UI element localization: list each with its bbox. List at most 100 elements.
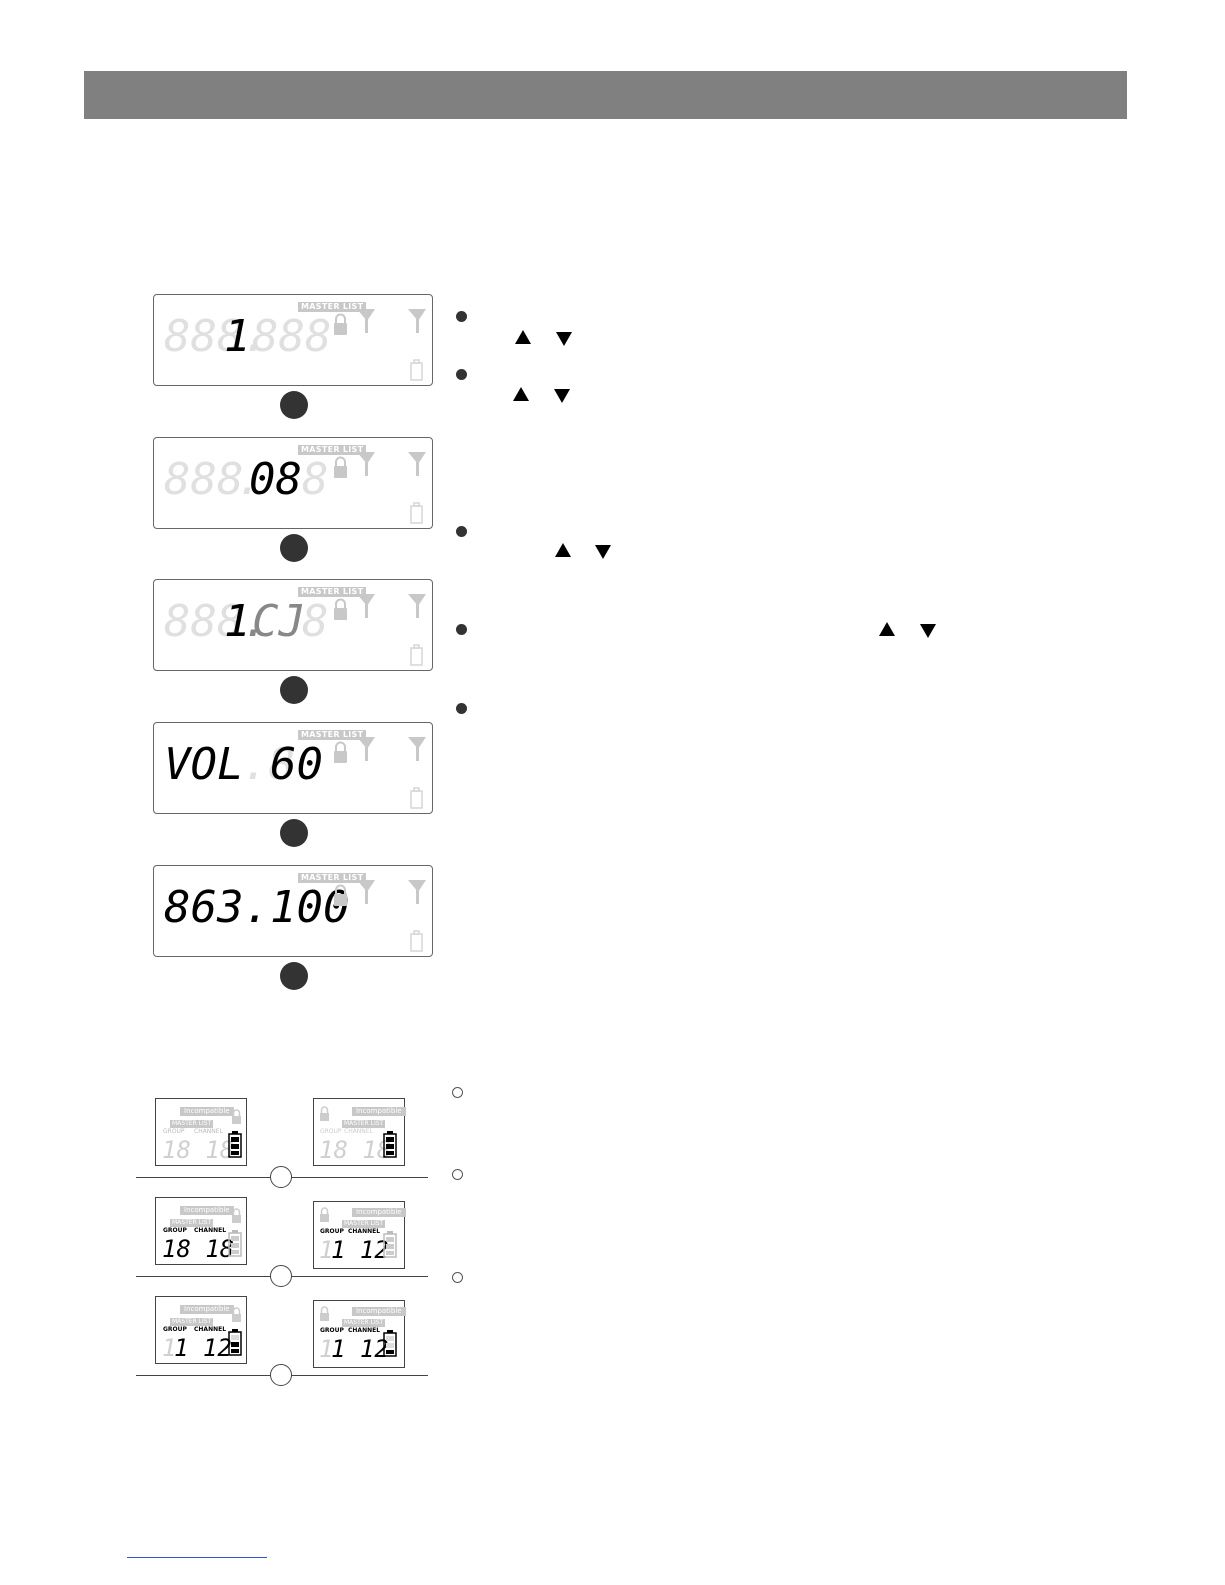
svg-text:1: 1	[162, 1334, 176, 1362]
svg-text:.: .	[242, 311, 269, 362]
bullet-1	[456, 311, 467, 322]
lock-icon	[232, 1307, 241, 1322]
svg-text:CJ: CJ	[252, 596, 305, 647]
svg-text:888: 888	[252, 311, 331, 362]
footer-link-underline[interactable]	[127, 1557, 267, 1558]
lock-icon	[320, 1306, 329, 1321]
lcd-panel-4: MASTER LIST .8 VOL 60	[153, 722, 433, 814]
svg-text:888: 888	[164, 454, 243, 505]
incompatible-label: Incompatible	[180, 1305, 234, 1314]
svg-text:1: 1	[224, 311, 251, 362]
up-arrow-icon	[513, 387, 529, 401]
battery-icon	[383, 1330, 397, 1357]
battery-icon	[228, 1230, 242, 1257]
group-label: GROUP	[320, 1128, 342, 1135]
master-list-label: MASTER LIST	[170, 1120, 214, 1128]
svg-text:1: 1	[319, 1236, 333, 1264]
up-arrow-icon	[879, 622, 895, 636]
master-list-label: MASTER LIST	[342, 1319, 386, 1327]
down-arrow-icon	[920, 624, 936, 638]
battery-icon	[383, 1231, 397, 1258]
lock-icon	[232, 1109, 241, 1124]
incompatible-label: Incompatible	[352, 1208, 406, 1217]
svg-text:8: 8	[302, 454, 329, 505]
step-marker-4	[280, 819, 308, 847]
svg-text:1 12: 1 12	[331, 1236, 389, 1264]
antenna-a-icon	[357, 737, 375, 761]
channel-label: CHANNEL	[344, 1128, 373, 1135]
group-label: GROUP	[163, 1128, 185, 1135]
master-list-label: MASTER LIST	[298, 730, 367, 740]
step-circle-b	[270, 1265, 292, 1287]
lcd-digits: 18 18	[162, 1109, 242, 1164]
bullet-2	[456, 369, 467, 380]
group-label: GROUP	[163, 1227, 187, 1234]
master-list-label: MASTER LIST	[342, 1120, 386, 1128]
svg-text:VOL 60: VOL 60	[164, 739, 323, 790]
antenna-a-icon	[357, 880, 375, 904]
svg-text:18 18: 18 18	[319, 1136, 391, 1164]
lcd-digits: 888.8 08	[164, 452, 426, 524]
lock-icon	[320, 1106, 329, 1121]
channel-label: CHANNEL	[194, 1227, 227, 1234]
section-header-bar	[84, 71, 1127, 119]
battery-icon	[410, 359, 423, 381]
battery-icon	[410, 930, 423, 952]
small-lcd-3-right: Incompatible MASTER LIST GROUP CHANNEL 1…	[313, 1300, 406, 1368]
group-label: GROUP	[320, 1327, 344, 1334]
lcd-digits: 1 1 12	[319, 1306, 397, 1363]
group-label: GROUP	[163, 1326, 187, 1333]
incompatible-label: Incompatible	[352, 1107, 406, 1116]
open-bullet-2	[452, 1169, 463, 1180]
incompatible-label: Incompatible	[352, 1307, 406, 1316]
svg-text:1: 1	[319, 1335, 333, 1363]
battery-icon	[410, 644, 423, 666]
up-arrow-icon	[515, 330, 531, 344]
svg-text:888: 888	[164, 596, 243, 647]
antenna-b-icon	[408, 594, 426, 618]
small-lcd-3-left: Incompatible MASTER LIST GROUP CHANNEL 1…	[155, 1296, 247, 1364]
small-lcd-1-right: Incompatible MASTER LIST GROUP CHANNEL 1…	[313, 1098, 406, 1166]
battery-icon	[383, 1131, 397, 1158]
incompatible-label: Incompatible	[180, 1107, 234, 1116]
small-lcd-2-left: Incompatible MASTER LIST GROUP CHANNEL 1…	[155, 1197, 247, 1265]
channel-label: CHANNEL	[194, 1326, 227, 1333]
antenna-a-icon	[357, 309, 375, 333]
open-bullet-3	[452, 1272, 463, 1283]
master-list-label: MASTER LIST	[298, 587, 367, 597]
svg-text:18 18: 18 18	[162, 1235, 234, 1263]
lock-icon	[334, 456, 347, 478]
battery-icon	[228, 1329, 242, 1356]
channel-label: CHANNEL	[348, 1228, 381, 1235]
svg-text:.8: .8	[242, 739, 295, 790]
step-marker-1	[280, 391, 308, 419]
master-list-label: MASTER LIST	[170, 1318, 214, 1326]
lcd-panel-2: MASTER LIST 888.8 08	[153, 437, 433, 529]
lcd-panel-5: MASTER LIST 863.100	[153, 865, 433, 957]
lock-icon	[334, 598, 347, 620]
small-lcd-1-left: Incompatible MASTER LIST GROUP CHANNEL 1…	[155, 1098, 247, 1166]
master-list-label: MASTER LIST	[298, 445, 367, 455]
master-list-label: MASTER LIST	[298, 873, 367, 883]
lcd-digits: 1 1 12	[162, 1307, 242, 1362]
lock-icon	[334, 741, 347, 763]
bullet-3	[456, 526, 467, 537]
svg-text:8: 8	[302, 596, 329, 647]
lcd-panel-1: MASTER LIST 888.888 1	[153, 294, 433, 386]
lock-icon	[320, 1207, 329, 1222]
small-lcd-2-right: Incompatible MASTER LIST GROUP CHANNEL 1…	[313, 1201, 406, 1269]
incompatible-label: Incompatible	[180, 1206, 234, 1215]
antenna-b-icon	[408, 452, 426, 476]
channel-label: CHANNEL	[194, 1128, 223, 1135]
antenna-b-icon	[408, 737, 426, 761]
down-arrow-icon	[556, 332, 572, 346]
lock-icon	[232, 1208, 241, 1223]
antenna-b-icon	[408, 880, 426, 904]
svg-text:.: .	[236, 454, 263, 505]
svg-text:18 18: 18 18	[162, 1136, 234, 1164]
battery-icon	[228, 1131, 242, 1158]
bullet-5	[456, 703, 467, 714]
step-circle-a	[270, 1166, 292, 1188]
